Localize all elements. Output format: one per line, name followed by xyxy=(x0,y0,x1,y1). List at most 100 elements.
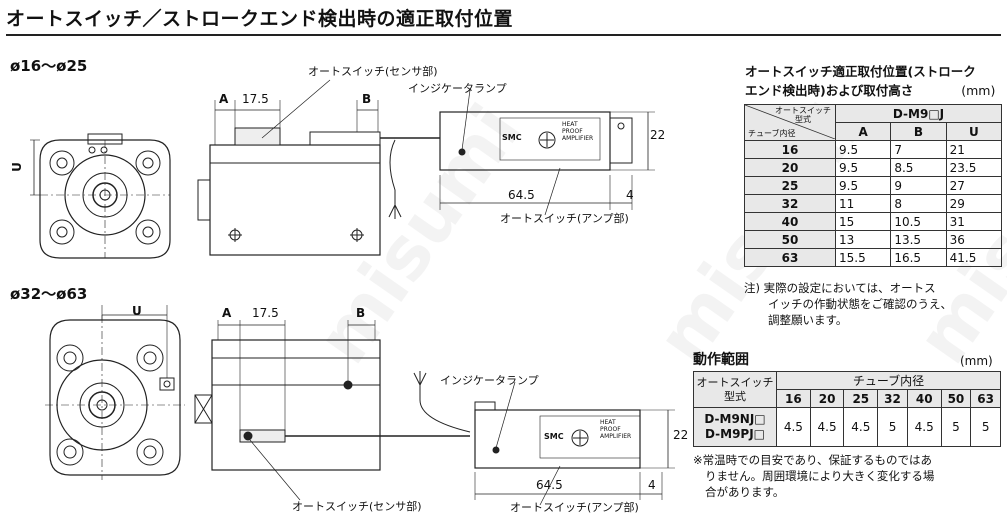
technical-drawing xyxy=(30,79,675,506)
bore-cell: 32 xyxy=(744,194,836,213)
dim-a-large: A xyxy=(222,306,232,320)
title-underline xyxy=(6,34,1001,36)
dim-645-large: 64.5 xyxy=(536,478,563,492)
range-value: 4.5 xyxy=(776,407,811,447)
section-label-large: ø32～ø63 xyxy=(10,285,88,303)
position-table-note: 注) 実際の設定においては、オートス イッチの作動状態をご確認のうえ、 調整願い… xyxy=(744,280,952,328)
range-model-cell: D-M9NJ□ D-M9PJ□ xyxy=(693,407,777,447)
range-table-note: ※常温時での目安であり、保証するものではあ りません。周囲環境により大きく変化す… xyxy=(693,452,934,500)
position-table-title-line2: エンド検出時)および取付高さ xyxy=(745,83,914,98)
range-table-title: 動作範囲 xyxy=(693,352,749,368)
dim-4-small: 4 xyxy=(626,188,634,202)
range-table-unit: (mm) xyxy=(960,354,993,368)
position-table-unit: (mm) xyxy=(961,83,996,98)
bore-header: 63 xyxy=(970,389,1001,408)
brand-logo: SMC xyxy=(502,133,522,142)
value-b: 9 xyxy=(890,176,947,195)
range-model-line2: D-M9PJ□ xyxy=(704,427,766,441)
bore-header: 40 xyxy=(906,389,942,408)
value-u: 21 xyxy=(945,140,1003,159)
front-view-large xyxy=(45,305,185,480)
bore-cell: 20 xyxy=(744,158,836,177)
range-value: 4.5 xyxy=(843,407,879,447)
position-table-title-line1: オートスイッチ適正取付位置(ストローク xyxy=(745,64,976,79)
bore-cell: 25 xyxy=(744,176,836,195)
range-value: 5 xyxy=(940,407,972,447)
value-u: 23.5 xyxy=(945,158,1003,177)
range-note-line1: ※常温時での目安であり、保証するものではあ xyxy=(693,453,933,467)
value-b: 7 xyxy=(890,140,947,159)
side-view-small xyxy=(197,79,440,256)
range-note-line2: りません。周囲環境により大きく変化する場 xyxy=(705,469,935,483)
amplifier-small xyxy=(439,89,655,216)
value-b: 10.5 xyxy=(890,212,947,231)
value-a: 11 xyxy=(834,194,892,213)
bore-cell: 50 xyxy=(744,230,836,249)
range-value: 4.5 xyxy=(809,407,845,447)
value-u: 41.5 xyxy=(945,248,1003,267)
position-table-title: オートスイッチ適正取付位置(ストローク エンド検出時)および取付高さ (mm) xyxy=(745,62,995,100)
note-line2: イッチの作動状態をご確認のうえ、 xyxy=(768,297,952,311)
dim-175-small: 17.5 xyxy=(242,92,269,106)
dim-a-small: A xyxy=(219,92,229,106)
callout-amp-small: オートスイッチ(アンプ部) xyxy=(500,212,629,225)
range-table: オートスイッチ 型式 チューブ内径 16 20 25 32 40 50 63 D… xyxy=(693,371,1001,447)
bore-header: 20 xyxy=(809,389,845,408)
model-header: D-M9□J xyxy=(835,104,1002,123)
value-u: 36 xyxy=(945,230,1003,249)
value-b: 13.5 xyxy=(890,230,947,249)
value-a: 13 xyxy=(834,230,892,249)
range-header-bore: チューブ内径 xyxy=(776,371,1001,390)
bore-cell: 40 xyxy=(744,212,836,231)
callout-sensor-small: オートスイッチ(センサ部) xyxy=(308,65,438,78)
amplifier-large xyxy=(474,381,675,506)
range-header-switch: オートスイッチ 型式 xyxy=(693,371,777,408)
bore-cell: 63 xyxy=(744,248,836,267)
note-prefix: 注) xyxy=(744,281,760,295)
amp-side-text: HEAT PROOF AMPLIFIER xyxy=(562,121,594,142)
range-value: 5 xyxy=(970,407,1001,447)
dim-u-small: U xyxy=(9,162,24,172)
dim-4-large: 4 xyxy=(648,478,656,492)
value-a: 15.5 xyxy=(834,248,892,267)
corner-top2: 型式 xyxy=(795,115,811,124)
callout-amp-large: オートスイッチ(アンプ部) xyxy=(510,501,639,514)
note-line3: 調整願います。 xyxy=(768,313,848,327)
range-value: 4.5 xyxy=(906,407,942,447)
amp-side-text: HEAT PROOF AMPLIFIER xyxy=(600,419,632,440)
bore-header: 32 xyxy=(877,389,908,408)
brand-logo: SMC xyxy=(544,432,564,441)
side-view-large xyxy=(194,320,471,501)
value-u: 29 xyxy=(945,194,1003,213)
table-row: D-M9NJ□ D-M9PJ□ 4.5 4.5 4.5 5 4.5 5 5 xyxy=(693,407,1001,447)
dim-b-small: B xyxy=(362,92,372,106)
value-b: 8.5 xyxy=(890,158,947,177)
value-u: 27 xyxy=(945,176,1003,195)
bore-header: 25 xyxy=(843,389,879,408)
col-header-u: U xyxy=(945,122,1003,141)
value-a: 9.5 xyxy=(834,140,892,159)
dim-645-small: 64.5 xyxy=(508,188,535,202)
section-label-small: ø16～ø25 xyxy=(10,57,88,75)
value-b: 16.5 xyxy=(890,248,947,267)
corner-cell: オートスイッチ 型式 チューブ内径 xyxy=(744,104,836,141)
page-title: オートスイッチ／ストロークエンド検出時の適正取付位置 xyxy=(6,8,514,30)
callout-lamp-small: インジケータランプ xyxy=(408,82,507,95)
value-b: 8 xyxy=(890,194,947,213)
col-header-b: B xyxy=(890,122,947,141)
corner-top: オートスイッチ xyxy=(775,106,831,115)
range-value: 5 xyxy=(877,407,908,447)
callout-lamp-large: インジケータランプ xyxy=(440,374,539,387)
dim-b-large: B xyxy=(356,306,366,320)
range-hdr-model: 型式 xyxy=(724,389,746,403)
value-a: 15 xyxy=(834,212,892,231)
value-a: 9.5 xyxy=(834,158,892,177)
bore-cell: 16 xyxy=(744,140,836,159)
